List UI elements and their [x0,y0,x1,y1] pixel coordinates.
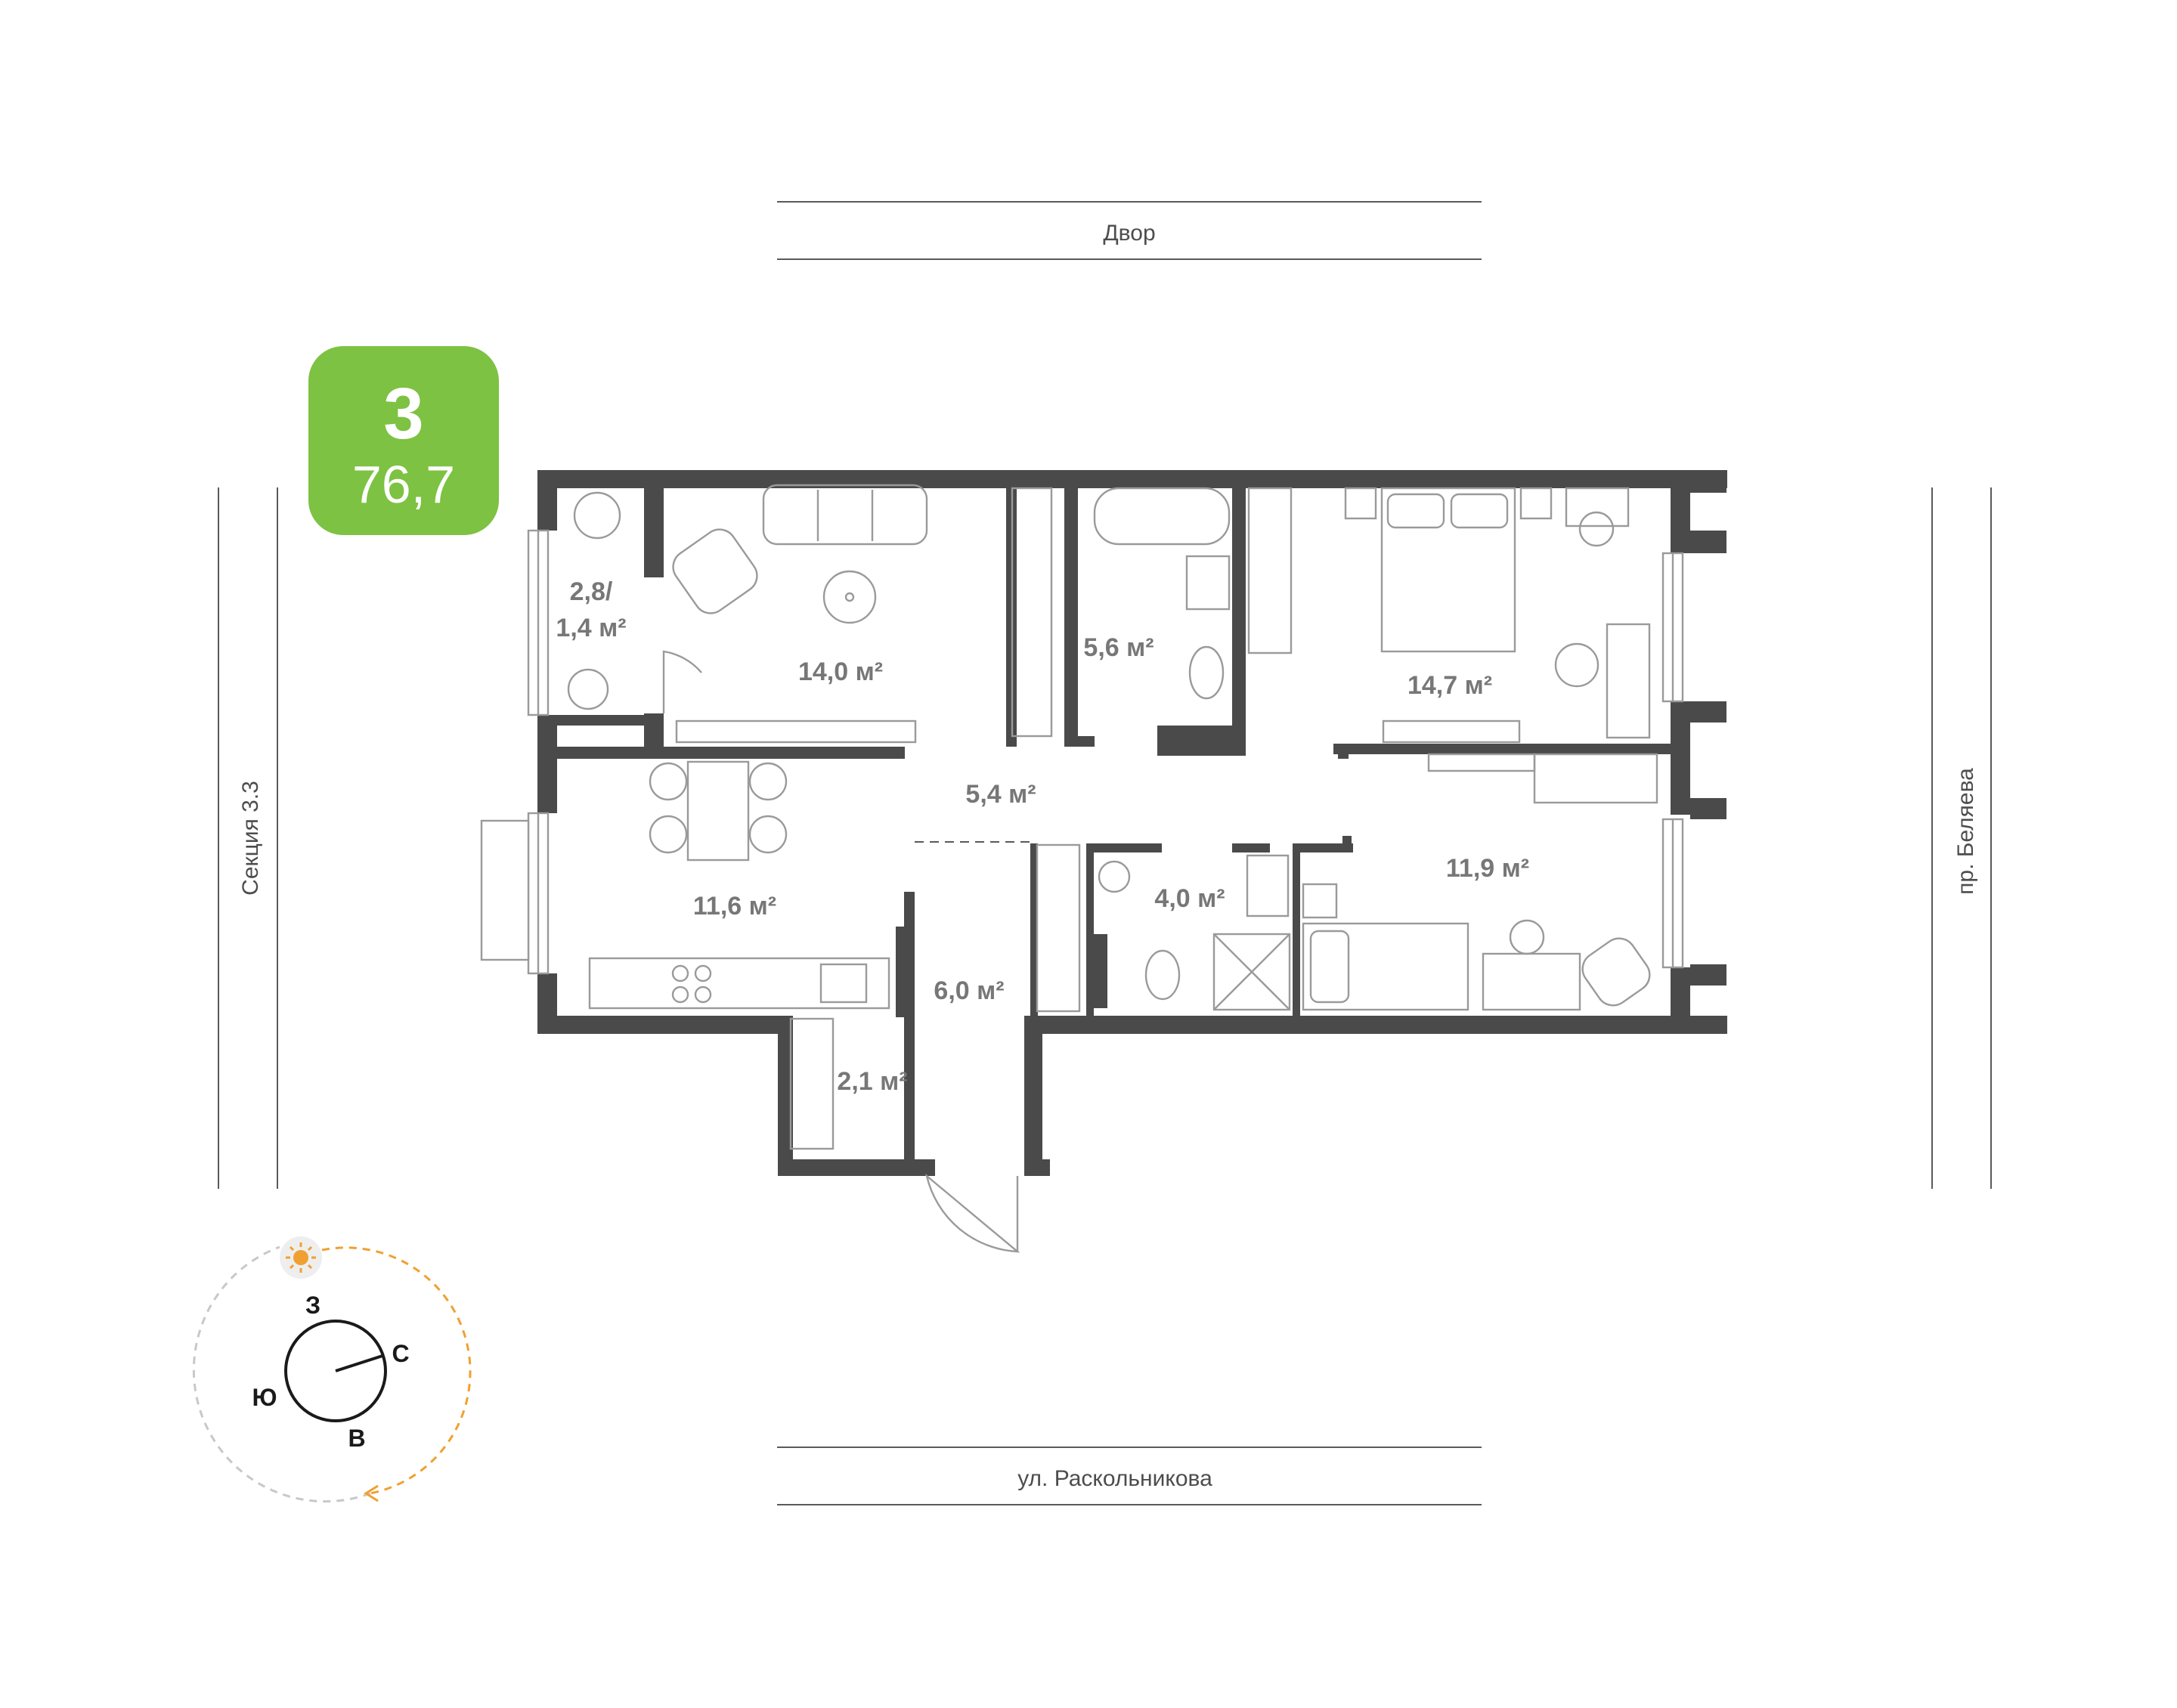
desk-icon [1606,623,1651,739]
tv-console-icon [675,719,917,744]
street-right-label: пр. Беляева [1953,768,1978,895]
kitchen-sink-icon [819,963,868,1004]
armchair-icon [573,491,621,540]
room-labels: 2,8/ 1,4 м² 14,0 м² 5,6 м² 14,7 м² 5,4 м… [556,577,1529,1096]
room-kitchen-label: 11,6 м² [693,892,776,921]
street-bottom-label: ул. Раскольникова [1017,1466,1212,1491]
wardrobe-icon [1247,487,1293,654]
washing-machine-icon [1098,860,1131,893]
sink-icon [1246,854,1290,917]
desk-icon [1482,952,1581,1011]
armchair-icon [1581,937,1651,1007]
badge-rooms: 3 [383,373,423,454]
compass-west: З [305,1292,321,1319]
arc-arrow-icon [364,1484,379,1502]
room-storage-label: 2,1 м² [837,1067,907,1096]
room-balcony-label-1: 2,8/ [570,577,613,606]
toilet-icon [1188,645,1225,700]
shadow-path-arc [192,1245,371,1503]
compass-needle [335,1354,383,1372]
room-bath-top-label: 5,6 м² [1083,633,1154,662]
armchair-icon [672,528,758,614]
street-bottom: ул. Раскольникова [777,1447,1482,1505]
wardrobe-icon [1533,753,1658,804]
desk-icon [1565,487,1630,528]
nightstand-icon [1519,487,1553,520]
kitchen-counter-icon [588,957,890,1010]
bathtub-icon [1093,487,1231,546]
room-corridor-label: 6,0 м² [934,976,1004,1005]
chair-icon [649,815,688,854]
badge-area: 76,7 [352,455,455,514]
sink-icon [1185,555,1231,611]
bed-icon [1380,487,1516,653]
nightstand-icon [1302,883,1338,919]
street-left-label: Секция 3.3 [238,781,263,896]
chair-icon [748,815,788,854]
room-bedroom-bottom-label: 11,9 м² [1446,854,1529,883]
plant-icon [567,668,609,710]
chair-icon [1509,919,1545,955]
toilet-icon [1144,949,1181,1001]
tv-console-icon [1382,719,1521,744]
room-hall-label: 5,4 м² [965,780,1036,809]
chair-icon [649,762,688,801]
compass-south: Ю [252,1384,277,1411]
compass-north: С [392,1340,409,1367]
sun-path-arc [321,1246,472,1495]
room-balcony-label-2: 1,4 м² [556,614,626,642]
chair-icon [1554,642,1599,688]
chair-icon [748,762,788,801]
room-bedroom-top-label: 14,7 м² [1407,671,1492,700]
coffee-table-icon [822,570,877,624]
compass: З С Ю В [192,1236,472,1503]
apartment-badge: 3 76,7 [308,346,499,535]
street-top: Двор [777,201,1482,260]
nightstand-icon [1344,487,1377,520]
dining-table-icon [686,760,750,862]
street-left: Секция 3.3 [218,487,278,1189]
compass-dial [284,1320,387,1422]
doors [662,650,1030,1253]
street-top-label: Двор [1103,221,1155,246]
compass-east: В [348,1425,365,1452]
wardrobe-icon [1011,487,1053,738]
badge-background [308,346,499,535]
room-living-label: 14,0 м² [798,658,883,686]
street-right: пр. Беляева [1931,487,1992,1189]
bed-icon [1302,922,1469,1011]
walls [537,470,1727,1176]
wardrobe-icon [1036,843,1081,1013]
windows [480,529,1684,975]
furniture [567,484,1658,1150]
shower-icon [1212,933,1291,1011]
stove-icon [671,964,689,982]
sofa-icon [762,484,928,546]
room-bath-small-label: 4,0 м² [1154,884,1225,913]
wardrobe-icon [789,1017,835,1150]
